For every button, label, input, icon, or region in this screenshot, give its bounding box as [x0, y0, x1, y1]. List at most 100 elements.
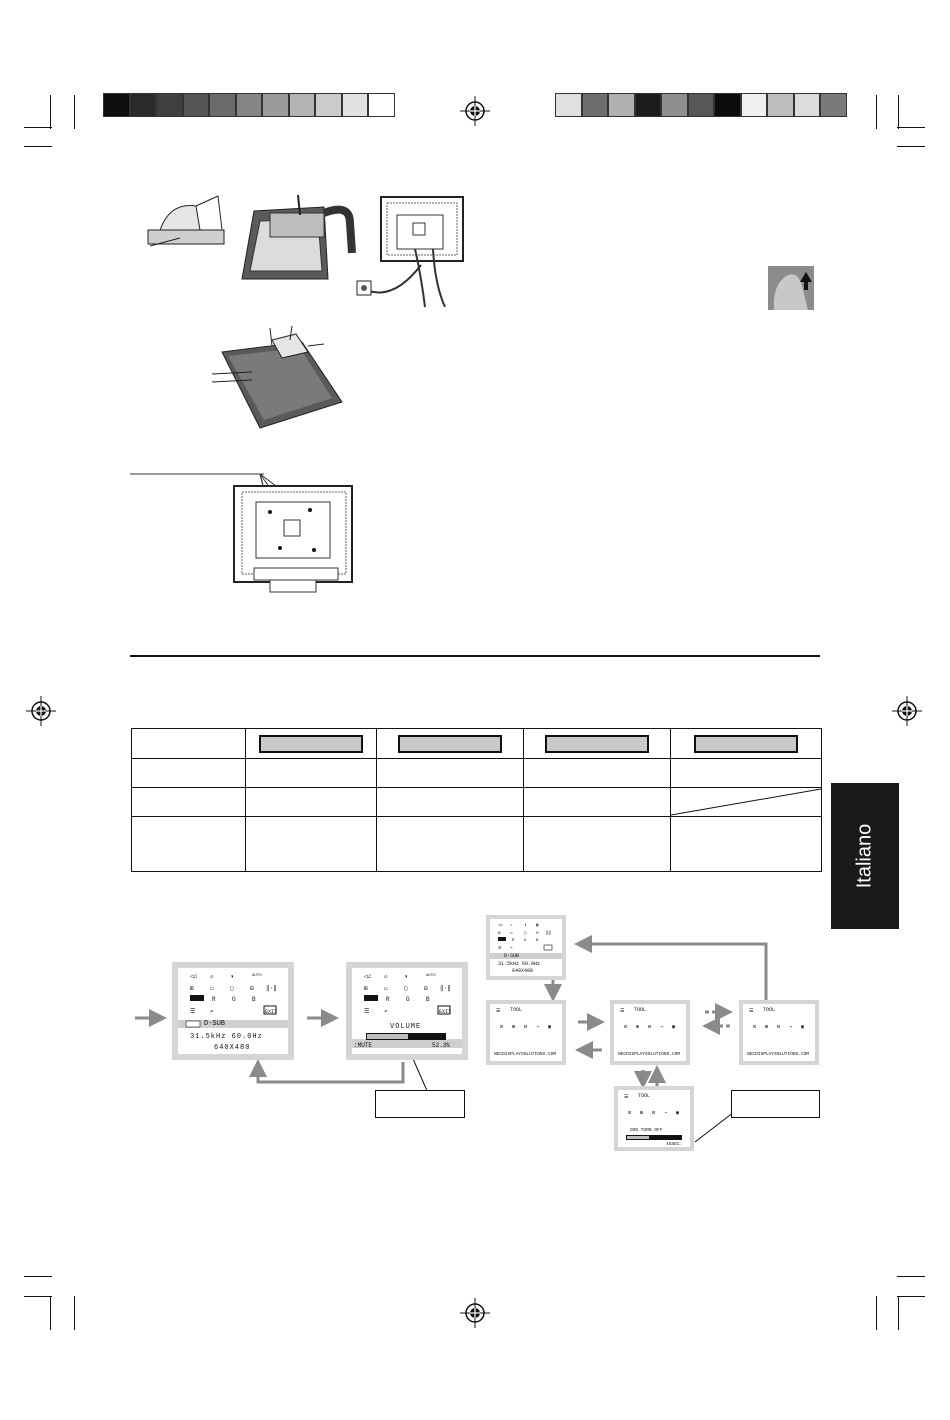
- osd-tool-title: TOOL: [638, 1093, 651, 1099]
- osd-tool-title: TOOL: [634, 1007, 647, 1013]
- svg-text:☰: ☰: [624, 1094, 629, 1100]
- header-box: [259, 734, 363, 753]
- tool-icon: ☰: [190, 1008, 195, 1015]
- color-swatch: [581, 93, 608, 117]
- registration-mark-icon: [892, 696, 922, 726]
- monitor-rear-vesa-illustration: [130, 473, 353, 593]
- reset-icon: ↶: [210, 1008, 214, 1015]
- color-swatch: [820, 93, 847, 117]
- crop-mark: [898, 1296, 899, 1330]
- svg-text:◑: ◑: [524, 924, 527, 928]
- osd-input-label: D-SUB: [504, 953, 520, 959]
- svg-text:G: G: [406, 996, 410, 1003]
- svg-text:R: R: [386, 996, 390, 1003]
- svg-text:⊞: ⊞: [364, 985, 368, 992]
- svg-text:EXIT: EXIT: [439, 1009, 451, 1015]
- osd-tool-icons: ☰ ⊡⊞⊟⇢▣: [749, 1008, 804, 1030]
- table-cell: [670, 758, 822, 788]
- osd-frequency: 31.5kHz 60.0Hz: [498, 961, 541, 967]
- svg-text:▢: ▢: [404, 985, 408, 992]
- osd-mute-label: :MUTE: [354, 1042, 373, 1049]
- callout-label-box: [731, 1090, 820, 1118]
- color-swatch: [368, 93, 395, 117]
- phase-icon: ‖·‖: [266, 985, 277, 992]
- osd-tool-menu: ☰ ⊡⊞⊟⇢▣ TOOL NECDISPLAYSOLUTIONS.COM: [739, 1000, 819, 1065]
- table-cell: [670, 816, 822, 872]
- color-swatch: [235, 93, 262, 117]
- svg-text:▣: ▣: [672, 1024, 675, 1030]
- crop-mark: [24, 146, 52, 147]
- volume-icon: ◁♫: [190, 973, 198, 980]
- svg-text:☰: ☰: [498, 945, 502, 951]
- osd-resolution: 640X480: [512, 968, 534, 974]
- size-icon: ▢: [230, 985, 234, 992]
- registration-mark-icon: [460, 96, 490, 126]
- svg-text:⊟: ⊟: [652, 1110, 655, 1116]
- svg-text:⊞: ⊞: [512, 1024, 515, 1030]
- svg-text:☰: ☰: [749, 1008, 754, 1014]
- table-cell: [245, 816, 377, 872]
- osd-turn-off-slider[interactable]: [626, 1135, 682, 1140]
- volume-slider[interactable]: [366, 1033, 446, 1040]
- exit-icon: EXIT: [265, 1009, 277, 1015]
- auto-label: AUTO: [252, 974, 262, 978]
- osd-turn-off-value: 45SEC.: [666, 1142, 683, 1147]
- osd-tool-url: NECDISPLAYSOLUTIONS.COM: [494, 1052, 557, 1057]
- svg-text:↶: ↶: [384, 1008, 388, 1015]
- svg-text:▢: ▢: [524, 931, 527, 936]
- osd-r-label: R: [212, 996, 216, 1003]
- crop-mark: [876, 95, 877, 129]
- svg-text:R: R: [512, 939, 515, 943]
- contrast-icon: ◑: [230, 973, 234, 980]
- color-swatch: [341, 93, 368, 117]
- table-header-row: [131, 728, 822, 759]
- color-swatch: [315, 93, 342, 117]
- color-swatch: [129, 93, 156, 117]
- color-swatch: [608, 93, 635, 117]
- color-swatch: [262, 93, 289, 117]
- svg-text:↶: ↶: [510, 947, 513, 951]
- svg-text:⊡: ⊡: [628, 1110, 631, 1116]
- osd-volume-title: VOLUME: [390, 1023, 422, 1031]
- osd-tool-menu: ☰ ⊡⊞⊟⇢▣ TOOL NECDISPLAYSOLUTIONS.COM: [486, 1000, 566, 1065]
- monitor-back-stand-illustration: [241, 194, 356, 280]
- auto-adjust-icon: ⊞: [190, 985, 194, 992]
- osd-input-label: D-SUB: [204, 1020, 226, 1028]
- crop-mark: [24, 127, 52, 128]
- crop-mark: [24, 1296, 52, 1297]
- svg-text:B: B: [426, 996, 430, 1003]
- osd-turn-off-menu: ☰ ⊡⊞⊟⇢▣ TOOL OSD TURN OFF 45SEC.: [614, 1086, 694, 1151]
- svg-text:▣: ▣: [676, 1110, 679, 1116]
- brightness-icon: ☼: [210, 973, 214, 980]
- svg-text:◁♫: ◁♫: [364, 973, 372, 980]
- monitor-stand-on-pad-illustration: [147, 195, 225, 247]
- color-swatch: [767, 93, 794, 117]
- color-swatch: [182, 93, 209, 117]
- svg-text:◑: ◑: [404, 973, 408, 980]
- svg-text:⇢: ⇢: [536, 1024, 539, 1030]
- svg-text:⊞: ⊞: [498, 931, 501, 936]
- table-cell: [523, 728, 671, 759]
- crop-mark: [897, 1296, 925, 1297]
- table-cell: [376, 816, 524, 872]
- svg-text:▣: ▣: [801, 1024, 804, 1030]
- diagonal-strike: [671, 788, 821, 816]
- osd-tool-icons: ☰ ⊡⊞⊟⇢▣: [624, 1094, 679, 1116]
- monitor-face-down-illustration: [212, 325, 343, 429]
- registration-mark-icon: [460, 1298, 490, 1328]
- table-cell: [131, 816, 246, 872]
- svg-text:‖‖: ‖‖: [546, 931, 551, 936]
- svg-text:◁♫: ◁♫: [498, 923, 503, 928]
- language-side-tab: Italiano: [831, 783, 899, 929]
- color-swatch: [209, 93, 236, 117]
- osd-frequency: 31.5kHz 60.0Hz: [190, 1033, 263, 1041]
- svg-text:☰: ☰: [364, 1008, 369, 1015]
- osd-turn-off-label: OSD TURN OFF: [630, 1128, 663, 1133]
- osd-tool-url: NECDISPLAYSOLUTIONS.COM: [618, 1052, 681, 1057]
- crop-mark: [897, 1276, 925, 1277]
- svg-text:▣: ▣: [536, 923, 539, 928]
- table-cell: [670, 728, 822, 759]
- table-row: [131, 787, 822, 817]
